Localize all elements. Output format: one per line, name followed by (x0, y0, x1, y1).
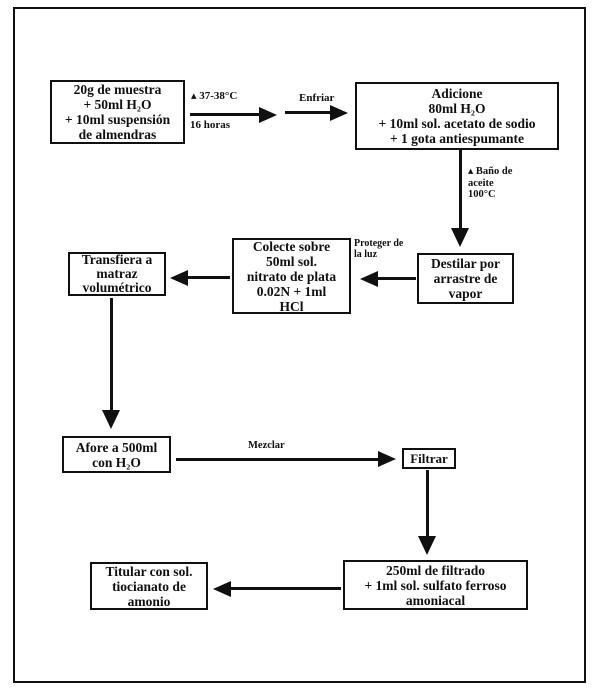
label-enfriar: Enfriar (299, 92, 335, 104)
label-proteger-luz: Proteger de la luz (354, 238, 404, 260)
arrow-enfriar-head-icon (330, 105, 348, 121)
arrow-bano-shaft (459, 150, 462, 230)
arrow-mezclar-shaft (176, 458, 380, 461)
arrow-filtrar-filtrado-shaft (426, 470, 429, 538)
box-transfiera: Transfiera a matraz volumétrico (68, 252, 166, 296)
box-filtrado: 250ml de filtrado + 1ml sol. sulfato fer… (343, 560, 528, 610)
arrow-filtrado-titular-shaft (228, 587, 341, 590)
box-titular: Titular con sol. tiocianato de amonio (90, 562, 208, 610)
box-destilar: Destilar por arrastre de vapor (417, 253, 514, 304)
arrow-filtrado-titular-head-icon (213, 581, 231, 597)
label-temperatura: ▴ 37-38°C (191, 90, 238, 102)
box-filtrar: Filtrar (402, 448, 456, 469)
arrow-proteger-shaft (375, 277, 416, 280)
outer-border-frame (13, 7, 586, 683)
box-afore: Afore a 500ml con H₂O (62, 436, 171, 473)
arrow-mezclar-head-icon (378, 451, 396, 467)
label-duracion: 16 horas (190, 119, 231, 131)
arrow-colecte-transfiera-shaft (185, 276, 230, 279)
arrow-transfiera-afore-shaft (110, 298, 113, 412)
arrow-enfriar-shaft (285, 111, 333, 114)
box-colecte: Colecte sobre 50ml sol. nitrato de plata… (232, 238, 351, 314)
arrow-filtrar-filtrado-head-icon (418, 536, 436, 555)
arrow-incubation-shaft (190, 113, 262, 116)
arrow-bano-head-icon (451, 228, 469, 247)
arrow-proteger-head-icon (360, 271, 378, 287)
label-mezclar: Mezclar (248, 440, 285, 451)
box-muestra: 20g de muestra + 50ml H₂O + 10ml suspens… (50, 80, 185, 144)
arrow-incubation-head-icon (259, 107, 277, 123)
label-bano-aceite: ▴ Baño de aceite 100°C (468, 166, 513, 200)
arrow-transfiera-afore-head-icon (102, 410, 120, 429)
box-adicione: Adicione 80ml H₂O + 10ml sol. acetato de… (355, 82, 559, 150)
arrow-colecte-transfiera-head-icon (170, 270, 188, 286)
